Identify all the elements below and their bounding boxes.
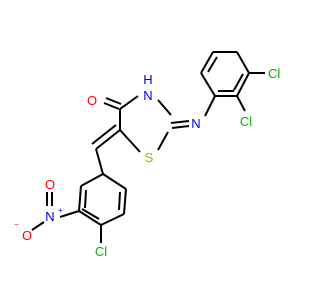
bond-ncp-2	[123, 188, 127, 215]
bond-dcp-1	[200, 72, 216, 97]
atom-o-nitro-charge: −	[14, 220, 19, 229]
atom-cl-meta: Cl	[268, 66, 280, 81]
bond-dcp-5	[236, 72, 250, 97]
bond-c4-o-b	[105, 97, 122, 105]
bond-dcp-cl2	[236, 95, 246, 112]
bond-ncp-inner-a	[118, 191, 121, 211]
bond-dcp-inner-b	[233, 73, 244, 91]
bond-ncp-inner-b	[84, 189, 87, 209]
molecule-structure: O H N S N Cl Cl Cl N + O − O	[14, 51, 281, 259]
bond-ncp-3	[100, 213, 125, 226]
atom-n-ring: N	[143, 88, 152, 103]
bond-ncp-nitro	[59, 210, 80, 218]
atom-cl-ortho: Cl	[240, 114, 252, 129]
bond-ncp-4	[78, 210, 102, 226]
bond-c2-nimine-b	[171, 125, 190, 129]
bond-nimine-aryl	[204, 95, 216, 117]
bond-ncp-1	[102, 173, 127, 190]
atom-o-nitro-top: O	[45, 177, 55, 192]
bond-dcp-4	[236, 51, 250, 74]
bond-c5-ch-a	[95, 129, 121, 150]
bond-lines	[31, 51, 265, 243]
bond-c2-s1	[157, 131, 169, 151]
bond-ncp-inner-c	[81, 208, 100, 220]
bond-ch-aryl	[95, 148, 104, 175]
bond-c2-nimine-a	[170, 120, 190, 124]
bond-ncp-5	[78, 185, 82, 212]
bond-c4-o-a	[103, 102, 120, 110]
atom-n-imine: N	[191, 116, 200, 131]
bond-dcp-2	[200, 51, 214, 74]
bond-c4-n3	[119, 95, 139, 110]
bond-ncp-6	[80, 173, 104, 187]
atom-s-ring: S	[145, 150, 154, 165]
atom-o-nitro-left: O	[22, 228, 32, 243]
atom-n-nitro-charge: +	[58, 206, 63, 215]
bond-s1-c5	[119, 129, 141, 153]
atom-labels: O H N S N Cl Cl Cl N + O − O	[14, 66, 280, 259]
bond-c5-ch-b	[91, 124, 117, 145]
atom-cl-para: Cl	[95, 244, 107, 259]
bond-dcp-inner-a	[207, 56, 218, 73]
atom-o-carbonyl: O	[87, 93, 97, 108]
atom-h-ring: H	[143, 72, 152, 87]
bond-n3-c2	[157, 99, 172, 116]
bond-nitro-o-left	[31, 221, 45, 231]
atom-n-nitro: N	[45, 209, 54, 224]
